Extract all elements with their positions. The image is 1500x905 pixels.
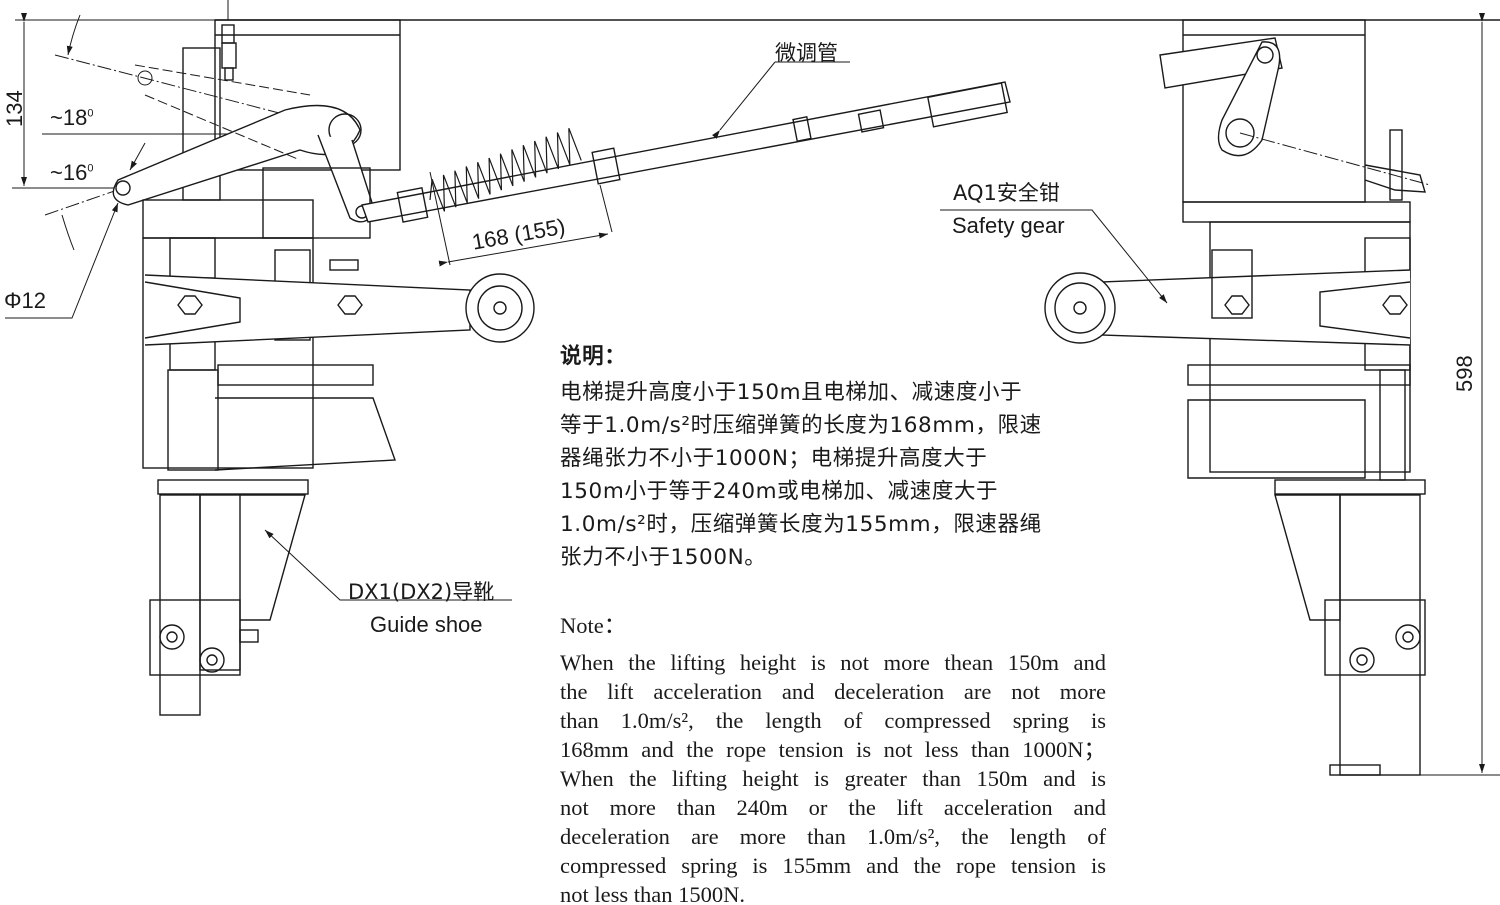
- degree-mark: 0: [87, 162, 94, 175]
- notes-en-line: compressed spring is 155mm and the rope …: [560, 853, 1106, 878]
- dimension-598-label: 598: [1452, 355, 1477, 392]
- notes-en-line: When the lifting height is greater than …: [560, 766, 1106, 791]
- notes-cn-title: 说明：: [560, 344, 627, 369]
- top-reference-line: [215, 0, 1500, 21]
- pin-diameter-label: Φ12: [4, 288, 47, 313]
- angle-value: ~16: [50, 160, 88, 185]
- spring-rod: [361, 61, 1011, 267]
- left-roller: [465, 273, 535, 343]
- left-safety-gear-body: [142, 167, 471, 716]
- notes-en-line: deceleration are more than 1.0m/s², the …: [560, 824, 1106, 849]
- right-safety-gear-body: [1099, 201, 1426, 776]
- angle-18-label: ~180: [50, 105, 93, 131]
- notes-cn-line: 等于1.0m/s²时压缩弹簧的长度为168mm，限速: [560, 413, 1042, 438]
- notes-en-title: Note：: [560, 613, 627, 638]
- safety-gear-label-cn: AQ1安全钳: [953, 181, 1060, 205]
- guide-shoe-label-en: Guide shoe: [370, 612, 483, 637]
- degree-mark: 0: [87, 107, 94, 120]
- notes-en-line: When the lifting height is not more thea…: [560, 650, 1106, 675]
- notes-en-line: than 1.0m/s², the length of compressed s…: [560, 708, 1106, 733]
- leader-lines: [264, 209, 1168, 601]
- notes-en-line: not more than 240m or the lift accelerat…: [560, 795, 1106, 820]
- angle-16-label: ~160: [50, 160, 93, 186]
- fine-tube-label: 微调管: [775, 41, 838, 65]
- notes-cn-line: 电梯提升高度小于150m且电梯加、减速度小于: [560, 380, 1023, 405]
- dimension-134-label: 134: [2, 90, 27, 127]
- safety-gear-label-en: Safety gear: [952, 213, 1065, 238]
- right-roller: [1044, 272, 1116, 344]
- right-upper-block: [1159, 19, 1431, 203]
- dimension-598: [1365, 13, 1500, 776]
- notes-cn-line: 150m小于等于240m或电梯加、减速度大于: [560, 479, 999, 504]
- left-lever: [112, 64, 376, 223]
- guide-shoe-label-cn: DX1(DX2)导靴: [348, 580, 495, 604]
- notes-cn-line: 器绳张力不小于1000N；电梯提升高度大于: [560, 446, 988, 471]
- angle-value: ~18: [50, 105, 88, 130]
- notes-en-line: 168mm and the rope tension is not less t…: [560, 737, 1106, 762]
- notes-cn-line: 1.0m/s²时，压缩弹簧长度为155mm，限速器绳: [560, 512, 1042, 537]
- notes-en-line: not less than 1500N.: [560, 882, 745, 905]
- notes-en-line: the lift acceleration and deceleration a…: [560, 679, 1106, 704]
- notes-cn-line: 张力不小于1500N。: [560, 545, 767, 570]
